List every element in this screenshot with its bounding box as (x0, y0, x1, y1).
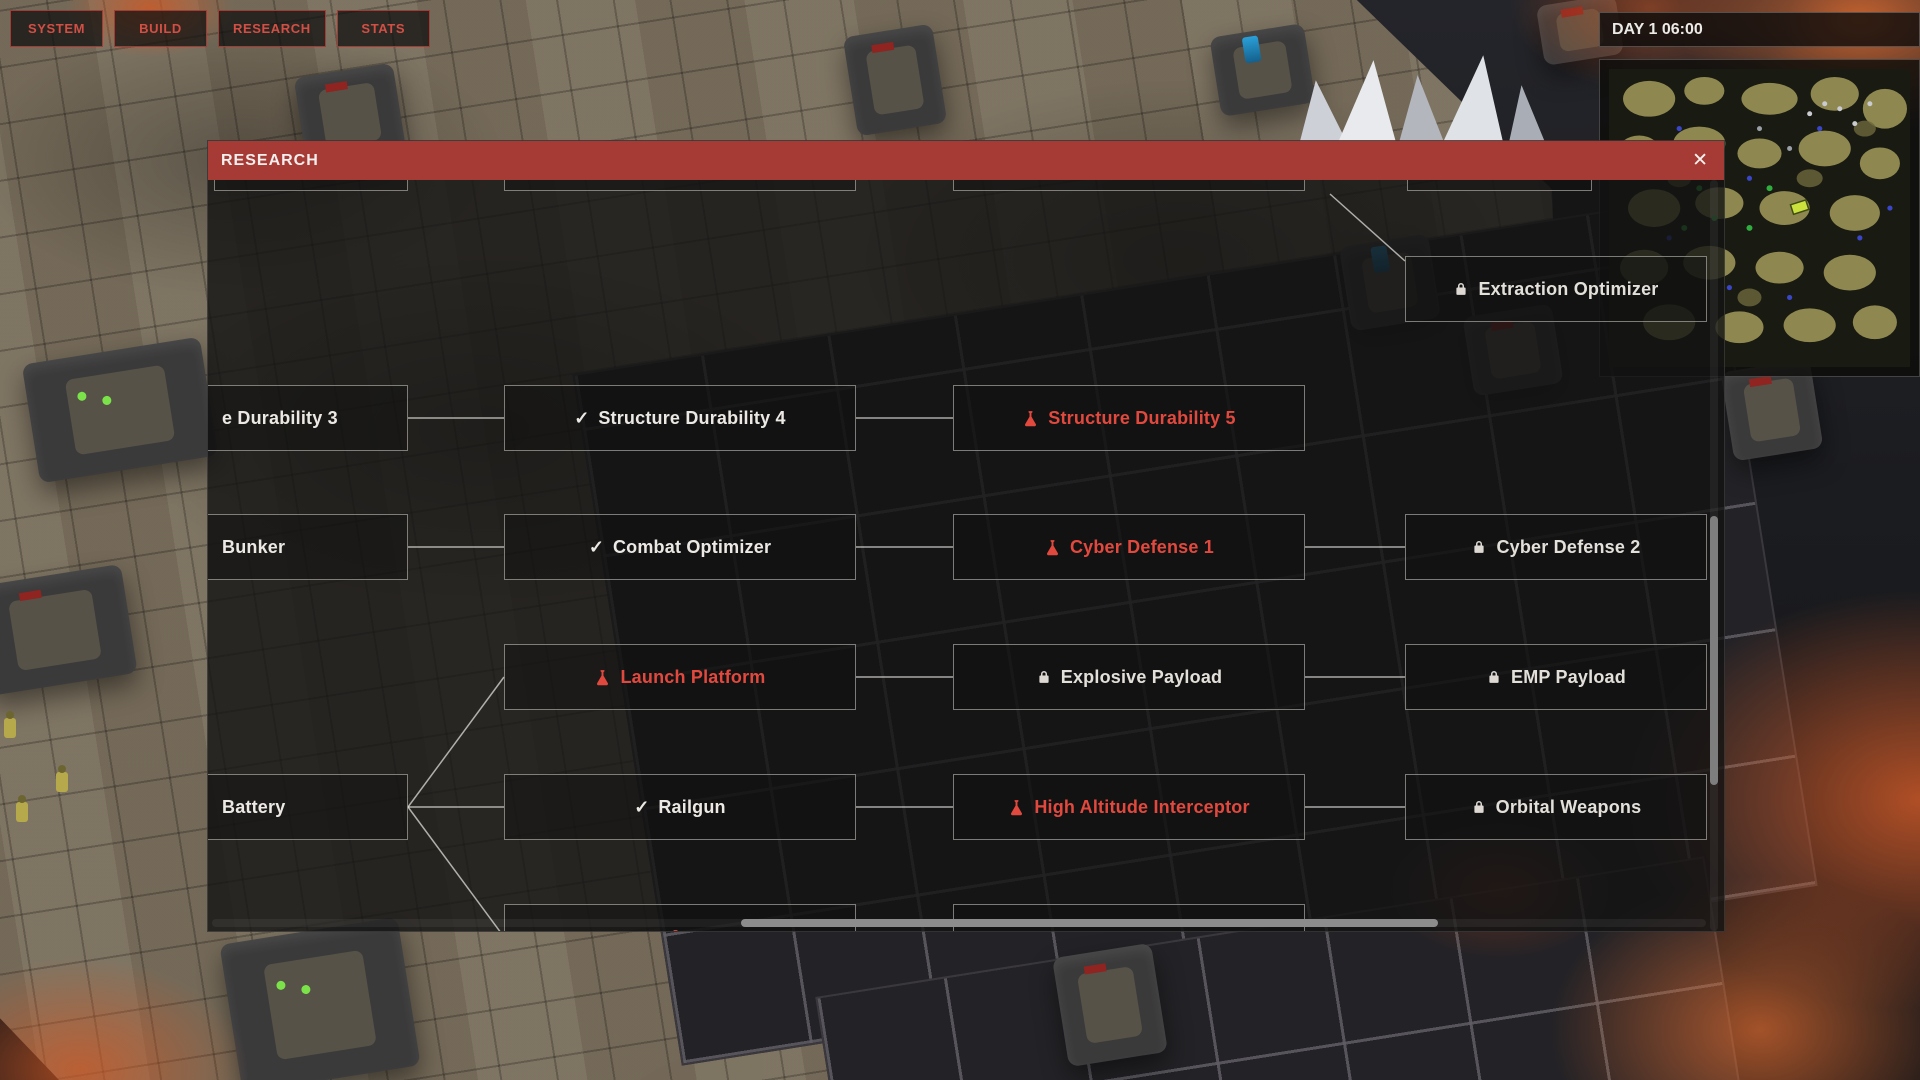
infantry-unit (56, 765, 68, 792)
research-node-partial-bottom-2[interactable] (953, 904, 1305, 931)
turret (842, 23, 948, 137)
research-node-label: Explosive Payload (1060, 666, 1223, 687)
research-node-cyber-defense-1[interactable]: Cyber Defense 1 (953, 514, 1305, 580)
flask-icon (1008, 799, 1025, 816)
research-node-label: EMP Payload (1511, 666, 1626, 687)
research-node-partial-bottom-1[interactable] (504, 904, 856, 931)
system-button[interactable]: SYSTEM (10, 10, 103, 47)
flask-icon (667, 929, 684, 931)
research-node-structure-durability-5[interactable]: Structure Durability 5 (953, 385, 1305, 451)
infantry-unit (16, 795, 28, 822)
close-icon[interactable]: ✕ (1692, 150, 1708, 171)
research-button[interactable]: RESEARCH (218, 10, 326, 47)
stats-button[interactable]: STATS (336, 10, 430, 47)
research-node-label: Cyber Defense 2 (1496, 536, 1641, 557)
vertical-scrollbar-thumb[interactable] (1710, 516, 1718, 785)
lock-icon (1036, 669, 1052, 685)
research-node-launch-platform[interactable]: Launch Platform (504, 644, 856, 710)
research-node-cyber-defense-2[interactable]: Cyber Defense 2 (1405, 514, 1707, 580)
research-modal: Extraction Optimizer e Durability 3 ✓ Struc… (207, 140, 1725, 932)
research-node-label: Structure Durability 5 (1048, 407, 1236, 428)
flask-icon (594, 669, 611, 686)
research-modal-header: RESEARCH ✕ (208, 141, 1724, 180)
research-node-label: Orbital Weapons (1495, 796, 1642, 817)
turret (1052, 942, 1168, 1068)
lock-icon (1453, 281, 1469, 297)
research-node-label: Railgun (658, 796, 726, 817)
flask-icon (1044, 539, 1061, 556)
research-node-combat-optimizer[interactable]: ✓ Combat Optimizer (504, 514, 856, 580)
check-icon: ✓ (574, 407, 590, 428)
research-node-orbital-weapons[interactable]: Orbital Weapons (1405, 774, 1707, 840)
research-node-label: Extraction Optimizer (1478, 278, 1659, 299)
research-node-label: Bunker (222, 536, 286, 557)
research-node-label: e Durability 3 (222, 407, 338, 428)
lock-icon (1471, 799, 1487, 815)
flask-icon (1022, 410, 1039, 427)
infantry-unit (4, 711, 16, 738)
research-node-high-altitude-interceptor[interactable]: High Altitude Interceptor (953, 774, 1305, 840)
build-button[interactable]: BUILD (114, 10, 207, 47)
research-node-extraction-optimizer[interactable]: Extraction Optimizer (1405, 256, 1707, 322)
research-node-explosive-payload[interactable]: Explosive Payload (953, 644, 1305, 710)
check-icon: ✓ (588, 536, 604, 557)
research-node-label: High Altitude Interceptor (1034, 796, 1250, 817)
research-node-railgun[interactable]: ✓ Railgun (504, 774, 856, 840)
research-node-label: Battery (222, 796, 286, 817)
lock-icon (1486, 669, 1502, 685)
research-node-label: Structure Durability 4 (598, 407, 786, 428)
research-modal-title: RESEARCH (221, 151, 319, 169)
research-node-emp-payload[interactable]: EMP Payload (1405, 644, 1707, 710)
check-icon: ✓ (634, 796, 650, 817)
top-menu-bar: SYSTEM BUILD RESEARCH STATS (10, 10, 430, 47)
research-node-structure-durability-4[interactable]: ✓ Structure Durability 4 (504, 385, 856, 451)
game-clock: DAY 1 06:00 (1599, 12, 1920, 47)
lock-icon (1471, 539, 1487, 555)
lock-icon (1117, 929, 1133, 931)
research-node-label: Cyber Defense 1 (1069, 536, 1215, 557)
horizontal-scrollbar-thumb[interactable] (741, 919, 1438, 927)
research-node-label: Launch Platform (620, 666, 766, 687)
research-node-battery[interactable]: Battery (208, 774, 408, 840)
research-node-label: Combat Optimizer (612, 536, 772, 557)
research-node-structure-durability-3[interactable]: e Durability 3 (208, 385, 408, 451)
turret (219, 916, 421, 1080)
research-node-bunker[interactable]: Bunker (208, 514, 408, 580)
